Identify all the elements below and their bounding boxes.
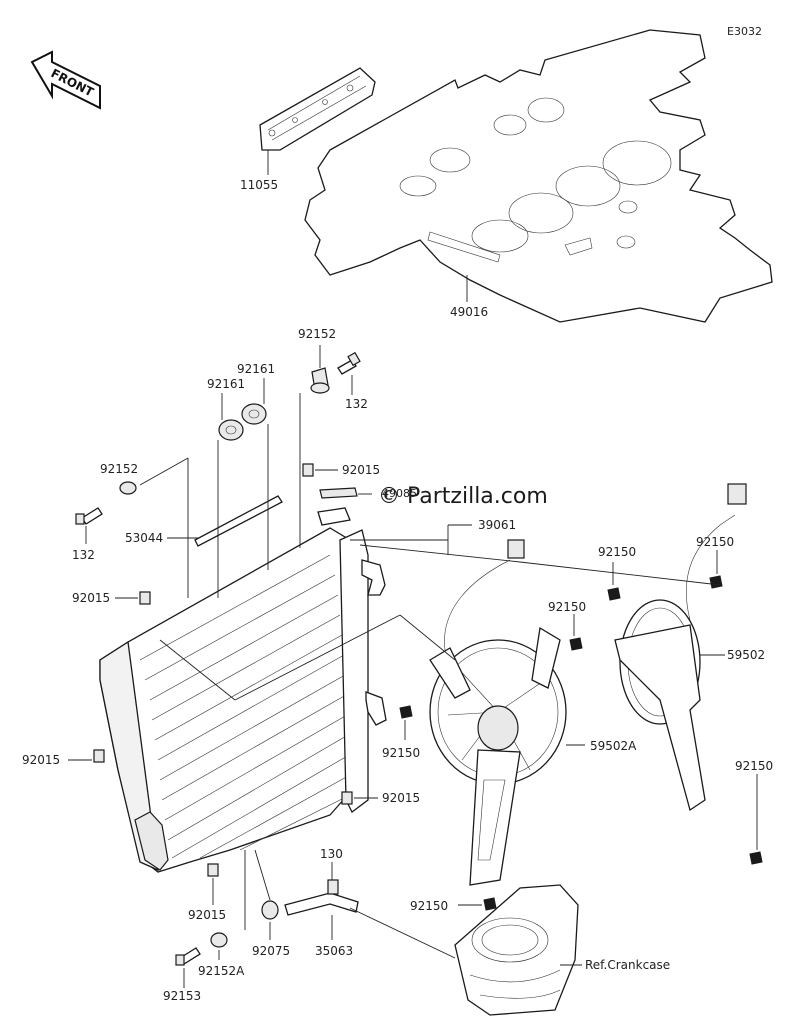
clip-92015-side xyxy=(93,749,105,763)
ref-crankcase-label: Ref.Crankcase xyxy=(585,958,670,972)
part-label-92015-top: 92015 xyxy=(342,463,380,477)
clip-92015-bottom xyxy=(341,791,353,805)
part-label-92161-a: 92161 xyxy=(207,377,245,391)
radiator xyxy=(99,527,387,873)
clip-92015-low xyxy=(207,863,219,877)
part-label-92015-bottom: 92015 xyxy=(382,791,420,805)
part-label-92152-left: 92152 xyxy=(100,462,138,476)
part-label-132-top: 132 xyxy=(345,397,368,411)
part-label-92015-left: 92015 xyxy=(72,591,110,605)
bolt-92153 xyxy=(175,947,201,966)
collar-92152-top xyxy=(310,367,330,394)
part-label-35063: 35063 xyxy=(315,944,353,958)
collar-92152A xyxy=(210,932,228,948)
radiator-fins xyxy=(139,554,351,859)
front-arrow-icon: FRONT xyxy=(30,50,101,110)
part-label-92015-low: 92015 xyxy=(188,908,226,922)
rod-53044 xyxy=(194,495,283,547)
part-label-92075: 92075 xyxy=(252,944,290,958)
bolt-92150-c xyxy=(569,637,583,651)
bolt-92150-f xyxy=(483,897,497,911)
pipe-35063 xyxy=(284,879,359,916)
part-label-59502A: 59502A xyxy=(590,739,637,753)
part-label-132-left: 132 xyxy=(72,548,95,562)
part-label-92153: 92153 xyxy=(163,989,201,1003)
part-label-49016: 49016 xyxy=(450,305,488,319)
part-label-49085: 49085 xyxy=(382,487,417,500)
clip-92015-top xyxy=(302,463,314,477)
cap-49085 xyxy=(317,487,358,526)
diagram-code: E3032 xyxy=(727,25,762,38)
part-label-92161-b: 92161 xyxy=(237,362,275,376)
collar-92152-left xyxy=(119,481,137,495)
plate-49016 xyxy=(304,29,773,323)
part-label-11055: 11055 xyxy=(240,178,278,192)
part-label-92152A: 92152A xyxy=(198,964,245,978)
bracket-11055 xyxy=(259,67,376,151)
clip-92015-left xyxy=(139,591,151,605)
grommet-92161-b xyxy=(241,403,267,425)
part-label-59502: 59502 xyxy=(727,648,765,662)
part-label-92150-c: 92150 xyxy=(548,600,586,614)
part-label-92150-e: 92150 xyxy=(382,746,420,760)
part-label-92150-d: 92150 xyxy=(735,759,773,773)
part-label-92152-top: 92152 xyxy=(298,327,336,341)
part-label-130: 130 xyxy=(320,847,343,861)
bolt-132-left xyxy=(75,507,103,525)
watermark: © Partzilla.com xyxy=(378,484,548,509)
part-label-92015-side: 92015 xyxy=(22,753,60,767)
bolt-92150-e xyxy=(399,705,413,719)
fan-59502A xyxy=(429,539,567,886)
fan-59502 xyxy=(614,483,747,812)
bolt-92150-a xyxy=(607,587,621,601)
bolt-132-top xyxy=(337,351,361,375)
part-label-92150-f: 92150 xyxy=(410,899,448,913)
part-label-92150-b: 92150 xyxy=(696,535,734,549)
bolt-92150-b xyxy=(709,575,723,589)
grommet-92161-a xyxy=(218,419,244,441)
part-label-92150-a: 92150 xyxy=(598,545,636,559)
part-label-39061: 39061 xyxy=(478,518,516,532)
grommet-92075 xyxy=(261,900,279,920)
part-label-53044: 53044 xyxy=(125,531,163,545)
bolt-92150-d xyxy=(749,851,763,865)
crankcase-reference xyxy=(454,884,579,1016)
